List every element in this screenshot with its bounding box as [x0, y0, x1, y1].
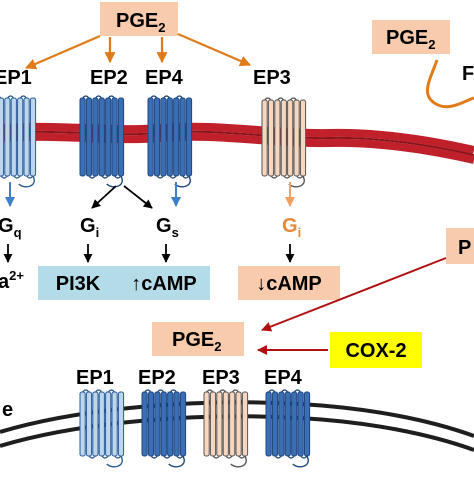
- output-pi3k-box: PI3K: [38, 266, 118, 300]
- receptor-ep1-bottom: [79, 389, 125, 468]
- output-calcium: a2+: [0, 268, 24, 293]
- svg-text:PGE2: PGE2: [386, 27, 435, 52]
- arrow-ep2-gs: [123, 185, 153, 209]
- output-camp-up-label: ↑cAMP: [131, 273, 197, 295]
- pge2-right-label: PGE: [386, 27, 428, 49]
- receptor-to-gprotein-arrows: [5, 182, 295, 209]
- receptor-label-ep4-bottom: EP4: [264, 367, 303, 389]
- receptor-label-ep1-bottom: EP1: [76, 367, 114, 389]
- cox2-box: COX-2: [330, 332, 422, 368]
- pge2-top-subscript: 2: [158, 20, 165, 35]
- pge2-lower-box: PGE2: [152, 322, 244, 356]
- output-camp-up-box: ↑cAMP: [118, 266, 210, 300]
- receptor-label-ep3-bottom: EP3: [202, 367, 240, 389]
- receptor-ep2-bottom: [141, 389, 187, 468]
- bottom-left-letter: e: [2, 399, 13, 421]
- right-edge-letter: F: [462, 63, 474, 85]
- bottom-receptors: [79, 389, 311, 468]
- receptor-ep3-bottom: [203, 389, 249, 468]
- receptor-ep1-top: [0, 95, 37, 188]
- pge2-right-box: PGE2: [372, 20, 450, 54]
- arrow-p-to-pge2: [261, 257, 447, 332]
- cox2-label: COX-2: [345, 340, 406, 362]
- red-arrows: [257, 257, 447, 355]
- pge2-top-box: PGE2: [100, 2, 178, 36]
- output-camp-down-box: ↓cAMP: [238, 266, 340, 300]
- orange-curve-right: [425, 59, 474, 109]
- receptor-label-ep2-top: EP2: [90, 67, 128, 89]
- svg-text:PGE2: PGE2: [172, 329, 221, 354]
- arrow-to-ep3: [177, 32, 252, 67]
- arrow-to-ep1: [24, 34, 101, 70]
- receptor-ep2-top: [79, 95, 125, 188]
- receptor-label-ep4-top: EP4: [145, 67, 184, 89]
- receptor-ep4-top: [147, 95, 193, 188]
- right-edge-box: [446, 228, 474, 264]
- receptor-label-ep1-top: EP1: [0, 67, 32, 89]
- gprotein-gi-right: Gi: [282, 215, 301, 240]
- gprotein-to-output-arrows: [3, 244, 295, 263]
- top-receptors: [0, 95, 307, 188]
- svg-text:PGE2: PGE2: [116, 10, 165, 35]
- output-camp-down-label: ↓cAMP: [256, 273, 322, 295]
- gprotein-gi-left: Gi: [80, 215, 99, 240]
- receptor-label-ep2-bottom: EP2: [138, 367, 176, 389]
- pge2-lower-label: PGE: [172, 329, 214, 351]
- top-membrane: [0, 122, 474, 164]
- receptor-label-ep3-top: EP3: [253, 67, 291, 89]
- orange-arrows-top: [24, 32, 252, 70]
- pge2-right-subscript: 2: [428, 37, 435, 52]
- gprotein-gs: Gs: [156, 215, 179, 240]
- arrow-ep2-gi: [91, 185, 117, 209]
- output-pi3k-label: PI3K: [56, 273, 101, 295]
- pge2-top-label: PGE: [116, 10, 158, 32]
- pge2-lower-subscript: 2: [214, 339, 221, 354]
- gprotein-gq: Gq: [0, 215, 22, 240]
- receptor-ep3-top: [261, 97, 307, 188]
- right-edge-p: P: [458, 237, 471, 259]
- receptor-ep4-bottom: [265, 389, 311, 468]
